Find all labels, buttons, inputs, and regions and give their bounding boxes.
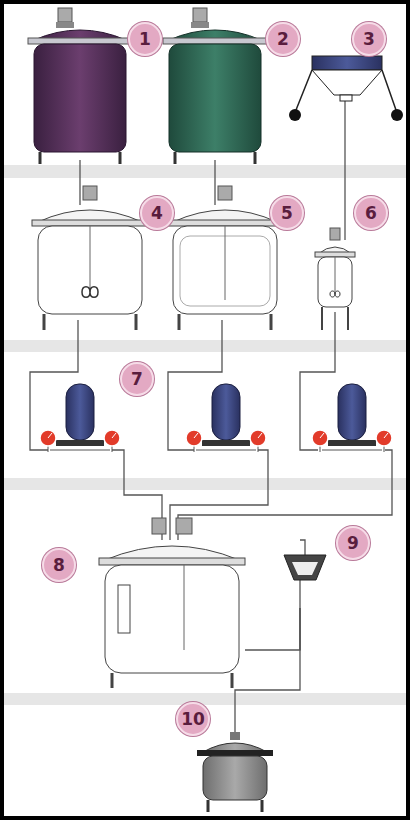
pressure-gauge [104, 430, 120, 446]
gauge-needle [112, 433, 116, 438]
floor-shelves [4, 165, 406, 705]
pressure-gauge [376, 430, 392, 446]
gauge-stem [194, 446, 195, 452]
filter-pipe [50, 450, 110, 451]
cartridge-filters-7 [40, 384, 392, 452]
gauge-needle [320, 433, 324, 438]
callout-number: 5 [270, 196, 304, 230]
tank-2 [163, 8, 267, 164]
callout-number: 8 [42, 548, 76, 582]
filter-base [202, 440, 250, 446]
callout-number: 1 [128, 22, 162, 56]
jacketed-tank-5 [167, 186, 283, 330]
callout-number: 10 [176, 702, 210, 736]
callout-number: 7 [120, 362, 154, 396]
filter-pipe [322, 450, 382, 451]
pressure-gauge [186, 430, 202, 446]
hopper-cart-3 [289, 56, 403, 121]
pressure-gauge [40, 430, 56, 446]
gauge-stem [48, 446, 49, 452]
callout-number: 3 [352, 22, 386, 56]
gauge-needle [384, 433, 388, 438]
gauge-stem [320, 446, 321, 452]
receiving-vessel-10 [197, 732, 273, 812]
gauge-stem [384, 446, 385, 452]
tank-1 [28, 8, 132, 164]
pressure-gauge [312, 430, 328, 446]
filter-pipe [196, 450, 256, 451]
filter-base [56, 440, 104, 446]
filter-cartridge [66, 384, 94, 440]
callout-number: 6 [354, 196, 388, 230]
gauge-needle [194, 433, 198, 438]
callout-number: 4 [140, 196, 174, 230]
gauge-needle [48, 433, 52, 438]
gauge-stem [112, 446, 113, 452]
filter-base [328, 440, 376, 446]
gauge-needle [258, 433, 262, 438]
callout-number: 2 [266, 22, 300, 56]
mixing-tank-4 [32, 186, 148, 330]
filter-9 [284, 555, 326, 580]
pipes [30, 100, 392, 732]
pressure-gauge [250, 430, 266, 446]
filter-cartridge [338, 384, 366, 440]
blending-tank-8 [99, 518, 245, 688]
small-vessel-6 [315, 228, 355, 330]
callout-number: 9 [336, 526, 370, 560]
gauge-stem [258, 446, 259, 452]
filter-cartridge [212, 384, 240, 440]
